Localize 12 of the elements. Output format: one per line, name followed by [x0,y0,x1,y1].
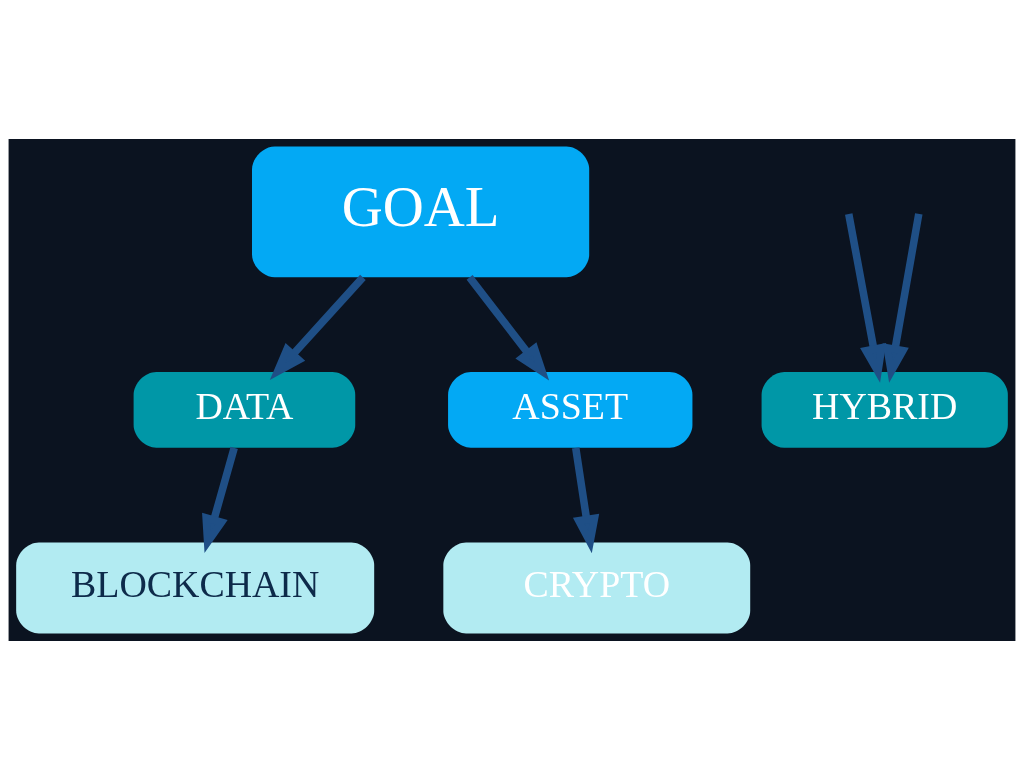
node-box: GOAL [252,146,590,277]
node-box: CRYPTO [443,542,751,633]
node-box: DATA [133,371,356,448]
node-box: HYBRID [761,371,1008,448]
node-box: ASSET [448,371,693,448]
node-box: BLOCKCHAIN [16,542,375,633]
arrow [202,446,238,553]
arrow [572,446,600,553]
arrow [882,212,923,383]
arrow [269,274,366,380]
arrow [466,274,550,381]
arrow [845,212,887,383]
